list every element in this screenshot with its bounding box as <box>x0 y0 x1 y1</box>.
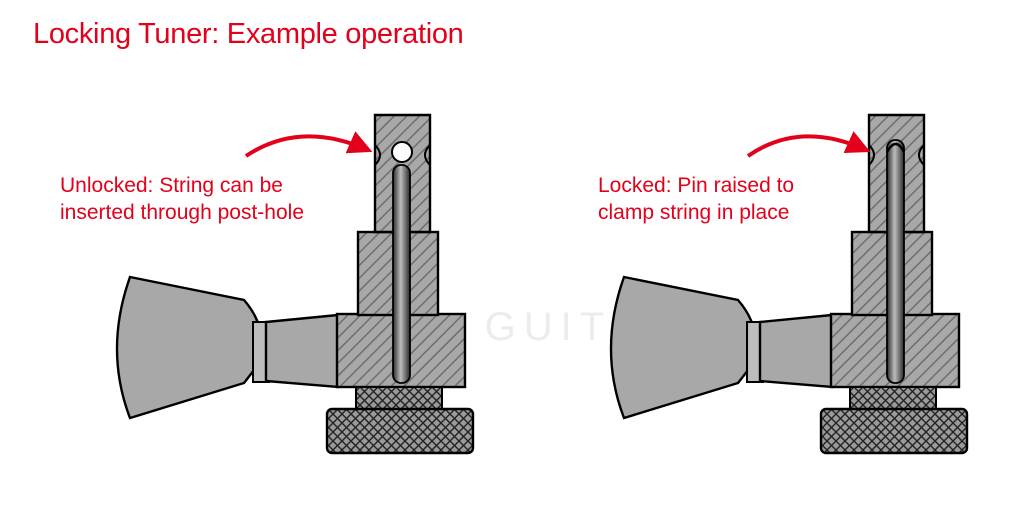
arrow-to-post-hole-left <box>244 131 373 158</box>
locked-caption-line2: clamp string in place <box>598 201 790 224</box>
locking-pin-raised <box>886 139 905 384</box>
locking-pin <box>392 164 411 384</box>
unlocked-caption-line2: inserted through post-hole <box>60 201 304 224</box>
unlocked-caption: Unlocked: String can be inserted through… <box>60 172 304 226</box>
diagram-title: Locking Tuner: Example operation <box>33 18 464 50</box>
arrow-to-post-hole-right <box>746 131 871 158</box>
unlocked-caption-line1: Unlocked: String can be <box>60 174 283 197</box>
unlocked-tuner <box>115 113 475 455</box>
post-hole-open <box>391 141 413 163</box>
locked-tuner <box>609 113 969 455</box>
locked-caption-line1: Locked: Pin raised to <box>598 174 795 197</box>
locked-caption: Locked: Pin raised to clamp string in pl… <box>598 172 794 226</box>
